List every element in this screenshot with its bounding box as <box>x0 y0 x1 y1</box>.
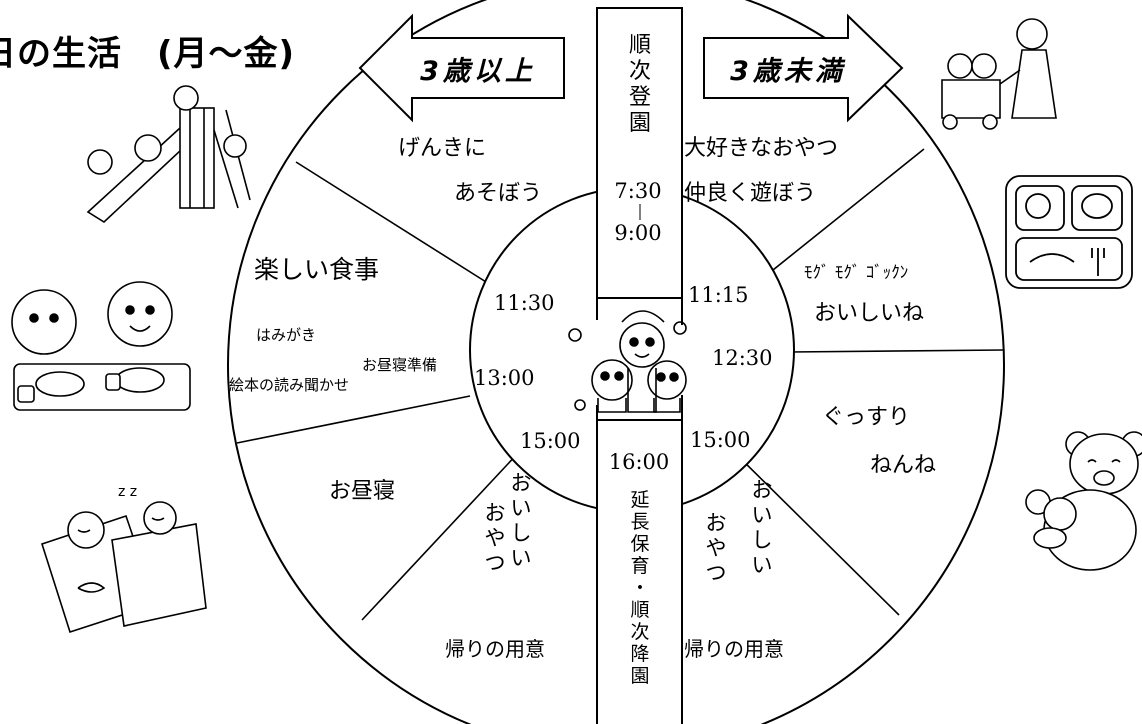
right-snack-char: し <box>752 528 773 552</box>
strip-bottom-char: 園 <box>630 665 649 687</box>
right-schedule: 大好きなおやつ 仲良く遊ぼう ﾓｸﾞ ﾓｸﾞ ｺﾞｯｸﾝ おいしいね ぐっすり … <box>684 136 936 661</box>
right-snack-morning: 大好きなおやつ <box>684 136 838 161</box>
left-play-line2: あそぼう <box>454 181 542 206</box>
arrow-right-label: 3歳未満 <box>730 56 846 87</box>
lunch-tray-icon <box>1005 175 1133 289</box>
left-time-1500: 15:00 <box>520 429 581 453</box>
right-time-1500: 15:00 <box>690 428 751 452</box>
strip-bottom-char: 育 <box>630 555 649 577</box>
left-snack-char: し <box>511 521 532 545</box>
left-brush: はみがき <box>256 326 316 344</box>
strip-bottom-char: 順 <box>630 599 649 621</box>
left-meal: 楽しい食事 <box>254 255 379 284</box>
right-snack-char: お <box>752 478 773 502</box>
strip-bottom-char: 長 <box>630 511 649 533</box>
strip-bottom-char: 延 <box>630 489 649 511</box>
baby-stroller-icon <box>941 18 1057 130</box>
left-snack-char: お <box>485 501 506 525</box>
right-sleep-line1: ぐっすり <box>822 405 910 430</box>
strip-top-char: 次 <box>629 59 651 84</box>
right-snack-char: い <box>752 503 773 527</box>
left-nap: お昼寝 <box>329 479 395 504</box>
right-snack-char: お <box>706 511 727 535</box>
sleeping-children-icon: z z <box>40 484 207 634</box>
right-tasty: おいしいね <box>814 301 924 326</box>
left-snack-char: お <box>511 471 532 495</box>
divider-left-upper <box>295 161 495 288</box>
right-chew: ﾓｸﾞ ﾓｸﾞ ｺﾞｯｸﾝ <box>804 263 908 283</box>
svg-text:z z: z z <box>118 484 137 500</box>
children-eating-icon <box>11 281 191 411</box>
center-mascots-icon <box>568 310 687 413</box>
arrow-left-label: 3歳以上 <box>420 56 536 87</box>
left-nap-prep: お昼寝準備 <box>362 356 437 374</box>
left-time-1130: 11:30 <box>494 291 555 315</box>
center-strip-top <box>596 7 683 299</box>
strip-bottom-char: 保 <box>630 533 649 555</box>
time-evening: 16:00 <box>609 450 670 474</box>
right-go-home: 帰りの用意 <box>684 637 784 661</box>
strip-top-char: 園 <box>629 111 651 136</box>
left-snack-char: や <box>485 526 506 550</box>
page-title: 日の生活 (月〜金) <box>0 34 296 74</box>
divider-left-middle <box>236 395 471 444</box>
left-go-home: 帰りの用意 <box>445 637 545 661</box>
left-time-1300: 13:00 <box>474 366 535 390</box>
right-time-1230: 12:30 <box>712 346 773 370</box>
strip-top-char: 登 <box>629 85 651 110</box>
strip-bottom-vertical-text: 延 長 保 育 ・ 順 次 降 園 <box>630 489 649 687</box>
left-snack-char: い <box>511 496 532 520</box>
left-arrow-icon <box>358 13 565 123</box>
teddy-bear-icon <box>1025 431 1142 571</box>
right-snack-char: つ <box>706 561 727 585</box>
right-snack-char: い <box>752 553 773 577</box>
right-arrow-icon <box>703 13 904 123</box>
divider-left-lower <box>361 450 521 621</box>
strip-top-vertical-text: 順 次 登 園 <box>629 33 651 136</box>
right-sleep-line2: ねんね <box>870 453 936 478</box>
left-snack-vertical: お い し い お や つ <box>485 471 532 575</box>
children-on-slide-icon <box>86 85 251 224</box>
strip-bottom-char: 次 <box>630 621 649 643</box>
outer-ring <box>227 0 1005 724</box>
section-dividers <box>236 148 1005 621</box>
left-snack-char: い <box>511 546 532 570</box>
left-snack-char: つ <box>485 551 506 575</box>
center-strip-bottom <box>596 419 683 724</box>
divider-right-lower <box>729 447 900 616</box>
arrow-under-3: 3歳未満 <box>703 13 904 123</box>
arrow-3-and-over: 3歳以上 <box>358 13 565 123</box>
divider-right-upper <box>757 148 925 283</box>
right-snack-char: や <box>706 536 727 560</box>
right-snack-vertical: お い し い お や つ <box>706 478 773 585</box>
time-end: 9:00 <box>614 221 661 245</box>
time-start: 7:30 <box>614 179 661 203</box>
left-schedule: げんきに あそぼう 楽しい食事 はみがき お昼寝準備 絵本の読み聞かせ お昼寝 … <box>229 136 545 661</box>
divider-right-middle <box>788 349 1005 353</box>
strip-bottom-char: ・ <box>630 577 649 599</box>
left-picture-book: 絵本の読み聞かせ <box>229 376 349 394</box>
left-play-line1: げんきに <box>398 136 486 161</box>
strip-bottom-char: 降 <box>630 643 649 665</box>
right-play: 仲良く遊ぼう <box>684 181 816 206</box>
strip-top-char: 順 <box>629 33 651 58</box>
right-time-1115: 11:15 <box>688 283 749 307</box>
